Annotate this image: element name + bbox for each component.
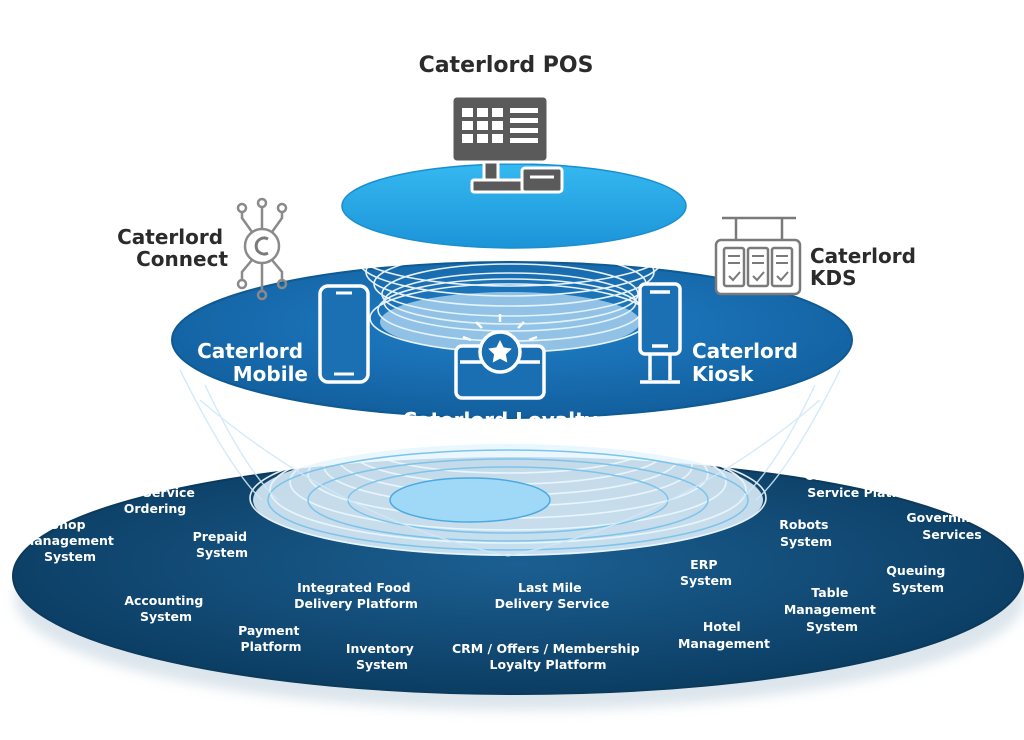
integrated-systems: Customer Self-Service Ordering Shop Mana… bbox=[22, 468, 997, 672]
kitchen-display-icon bbox=[714, 216, 802, 296]
system-robots: Robots System bbox=[779, 517, 833, 549]
upper-funnel-floor bbox=[380, 292, 640, 352]
system-erp: ERP System bbox=[680, 557, 732, 588]
system-prepaid: Prepaid System bbox=[193, 529, 252, 560]
system-queuing: Queuing System bbox=[886, 563, 949, 595]
lower-funnel-sides bbox=[179, 369, 841, 557]
kds-title: Caterlord KDS bbox=[810, 244, 923, 290]
system-integrated-food-delivery: Integrated Food Delivery Platform bbox=[294, 580, 418, 611]
system-customer-self-service-ordering: Customer Self-Service Ordering bbox=[111, 469, 200, 516]
loyalty-star-card-icon bbox=[454, 314, 546, 400]
system-crm-loyalty: CRM / Offers / Membership Loyalty Platfo… bbox=[452, 641, 644, 672]
system-inventory: Inventory System bbox=[346, 641, 418, 672]
system-government-services: Government Services bbox=[906, 510, 997, 542]
system-last-mile-delivery: Last Mile Delivery Service bbox=[495, 580, 610, 611]
system-payment-platform: Payment Platform bbox=[238, 623, 304, 654]
connect-network-icon bbox=[236, 197, 288, 301]
kiosk-icon bbox=[638, 282, 682, 384]
kiosk-title: Caterlord Kiosk bbox=[692, 339, 805, 386]
pos-title: Caterlord POS bbox=[419, 53, 594, 78]
system-accounting: Accounting System bbox=[124, 593, 207, 624]
mobile-title: Caterlord Mobile bbox=[197, 339, 310, 386]
smartphone-icon bbox=[318, 284, 370, 384]
lower-funnel-core bbox=[389, 477, 551, 523]
pos-terminal-icon bbox=[450, 94, 564, 194]
system-order-delivery-service: Order & Delivery Service Platform bbox=[805, 468, 928, 500]
connect-title: Caterlord Connect bbox=[117, 225, 230, 271]
system-hotel-management: Hotel Management bbox=[678, 619, 770, 651]
system-table-management: Table Management System bbox=[784, 585, 880, 634]
system-shop-management: Shop Management System bbox=[22, 517, 118, 564]
top-platform bbox=[341, 163, 687, 249]
loyalty-title: Caterlord Loyalty bbox=[402, 408, 597, 432]
